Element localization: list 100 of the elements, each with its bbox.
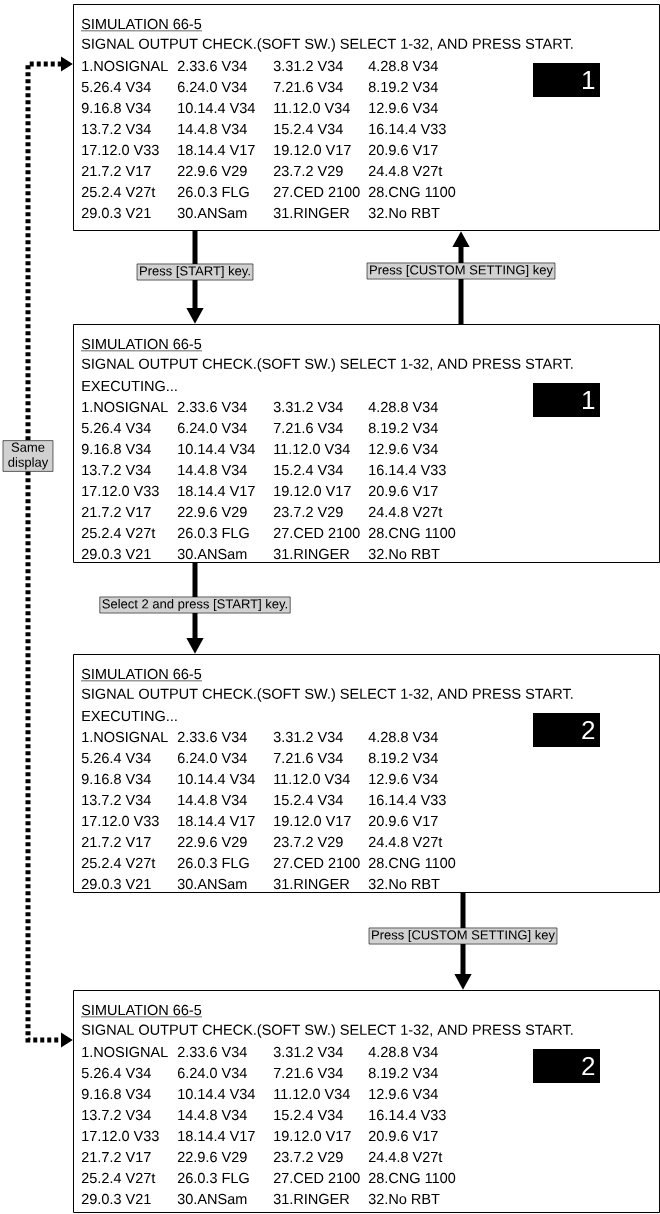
menu-item: 2.33.6 V34 — [177, 731, 247, 743]
menu-item: 6.24.0 V34 — [177, 1067, 247, 1079]
menu-item: 22.9.6 V29 — [177, 836, 247, 848]
menu-item: 13.7.2 V34 — [82, 123, 151, 135]
menu-item: 5.26.4 V34 — [81, 81, 151, 93]
menu-item: 5.26.4 V34 — [81, 1067, 151, 1079]
number-display: 2 — [533, 1049, 600, 1083]
menu-item: 30.ANSam — [177, 207, 247, 219]
menu-item: 28.CNG 1100 — [368, 857, 456, 869]
menu-item: 9.16.8 V34 — [81, 443, 151, 455]
menu-item: 8.19.2 V34 — [368, 752, 438, 764]
screen-text: SIGNAL OUTPUT CHECK.(SOFT SW.) SELECT 1-32, AND PRESS START. — [81, 38, 573, 52]
menu-item: 5.26.4 V34 — [81, 422, 151, 434]
menu-item: 10.14.4 V34 — [178, 443, 255, 455]
menu-item: 14.4.8 V34 — [178, 123, 247, 135]
number-display: 1 — [533, 383, 600, 417]
menu-item: 26.0.3 FLG — [177, 527, 249, 539]
menu-item: 15.2.4 V34 — [274, 794, 343, 806]
menu-item: 21.7.2 V17 — [81, 506, 151, 518]
menu-item: 5.26.4 V34 — [81, 752, 151, 764]
menu-item: 6.24.0 V34 — [177, 81, 247, 93]
menu-item: 19.12.0 V17 — [274, 485, 351, 497]
menu-item: 23.7.2 V29 — [273, 1151, 343, 1163]
menu-item: 27.CED 2100 — [273, 1172, 360, 1184]
menu-item: 28.CNG 1100 — [368, 527, 456, 539]
menu-item: 3.31.2 V34 — [273, 60, 343, 72]
menu-item: 1.NOSIGNAL — [82, 1046, 168, 1058]
menu-item: 29.0.3 V21 — [81, 207, 151, 219]
menu-item: 15.2.4 V34 — [274, 1109, 343, 1121]
screen-title: SIMULATION 66-5 — [80, 338, 203, 352]
edge-label: Same display — [2, 440, 54, 472]
menu-item: 26.0.3 FLG — [177, 857, 249, 869]
menu-item: 21.7.2 V17 — [81, 1151, 151, 1163]
menu-item: 24.4.8 V27t — [368, 165, 443, 177]
menu-item: 18.14.4 V17 — [178, 144, 255, 156]
menu-item: 22.9.6 V29 — [177, 165, 247, 177]
menu-item: 1.NOSIGNAL — [82, 401, 168, 413]
menu-item: 31.RINGER — [273, 878, 350, 890]
menu-item: 20.9.6 V17 — [368, 815, 438, 827]
screen-title: SIMULATION 66-5 — [80, 1004, 203, 1018]
menu-item: 29.0.3 V21 — [81, 1193, 151, 1205]
menu-item: 19.12.0 V17 — [274, 144, 351, 156]
menu-item: 17.12.0 V33 — [82, 815, 159, 827]
menu-item: 22.9.6 V29 — [177, 1151, 247, 1163]
menu-item: 7.21.6 V34 — [273, 81, 343, 93]
menu-item: 10.14.4 V34 — [178, 773, 255, 785]
menu-item: 16.14.4 V33 — [369, 464, 446, 476]
menu-item: 11.12.0 V34 — [274, 443, 350, 455]
edge-label: Press [CUSTOM SETTING] key — [366, 262, 556, 280]
menu-item: 2.33.6 V34 — [177, 401, 247, 413]
menu-item: 8.19.2 V34 — [368, 81, 438, 93]
menu-item: 7.21.6 V34 — [273, 422, 343, 434]
edge-label: Press [START] key. — [136, 263, 254, 281]
menu-item: 29.0.3 V21 — [81, 878, 151, 890]
menu-item: 27.CED 2100 — [273, 527, 360, 539]
menu-item: 6.24.0 V34 — [177, 422, 247, 434]
menu-item: 10.14.4 V34 — [178, 1088, 255, 1100]
menu-item: 11.12.0 V34 — [274, 1088, 350, 1100]
menu-item: 3.31.2 V34 — [273, 401, 343, 413]
menu-item: 15.2.4 V34 — [274, 123, 343, 135]
menu-item: 2.33.6 V34 — [177, 60, 247, 72]
screen-text: SIGNAL OUTPUT CHECK.(SOFT SW.) SELECT 1-32, AND PRESS START. — [81, 1024, 573, 1038]
menu-item: 19.12.0 V17 — [274, 1130, 351, 1142]
menu-item: 14.4.8 V34 — [178, 1109, 247, 1121]
menu-item: 12.9.6 V34 — [369, 1088, 438, 1100]
menu-item: 12.9.6 V34 — [369, 773, 438, 785]
menu-item: 17.12.0 V33 — [82, 485, 159, 497]
number-display: 1 — [533, 63, 600, 97]
number-display: 2 — [533, 713, 600, 747]
menu-item: 11.12.0 V34 — [274, 773, 350, 785]
menu-item: 3.31.2 V34 — [273, 731, 343, 743]
menu-item: 13.7.2 V34 — [82, 1109, 151, 1121]
menu-item: 16.14.4 V33 — [369, 123, 446, 135]
menu-item: 18.14.4 V17 — [178, 815, 255, 827]
menu-item: 32.No RBT — [368, 1193, 440, 1205]
menu-item: 27.CED 2100 — [273, 857, 360, 869]
menu-item: 4.28.8 V34 — [368, 401, 438, 413]
menu-item: 1.NOSIGNAL — [82, 60, 168, 72]
menu-item: 4.28.8 V34 — [368, 1046, 438, 1058]
screen-title: SIMULATION 66-5 — [80, 18, 203, 32]
menu-item: 32.No RBT — [368, 878, 440, 890]
screen-text: SIGNAL OUTPUT CHECK.(SOFT SW.) SELECT 1-32, AND PRESS START. — [81, 688, 573, 702]
menu-item: 15.2.4 V34 — [274, 464, 343, 476]
edge-label: Select 2 and press [START] key. — [99, 596, 291, 614]
menu-item: 14.4.8 V34 — [178, 464, 247, 476]
menu-item: 3.31.2 V34 — [273, 1046, 343, 1058]
menu-item: 16.14.4 V33 — [369, 794, 446, 806]
menu-item: 25.2.4 V27t — [81, 186, 156, 198]
menu-item: 13.7.2 V34 — [82, 794, 151, 806]
menu-item: 26.0.3 FLG — [177, 1172, 249, 1184]
menu-item: 17.12.0 V33 — [82, 144, 159, 156]
menu-item: 20.9.6 V17 — [368, 144, 438, 156]
menu-item: 27.CED 2100 — [273, 186, 360, 198]
menu-item: 31.RINGER — [273, 548, 350, 560]
menu-item: 24.4.8 V27t — [368, 506, 443, 518]
menu-item: 23.7.2 V29 — [273, 165, 343, 177]
menu-item: 1.NOSIGNAL — [82, 731, 168, 743]
menu-item: 10.14.4 V34 — [178, 102, 255, 114]
menu-item: 11.12.0 V34 — [274, 102, 350, 114]
menu-item: 12.9.6 V34 — [369, 443, 438, 455]
